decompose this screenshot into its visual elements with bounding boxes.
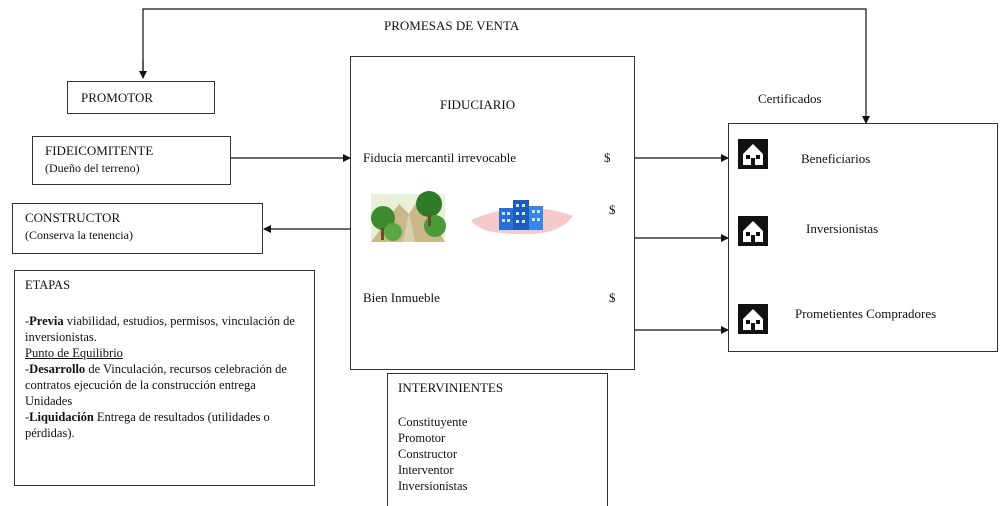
previa-bold: Previa: [29, 314, 64, 328]
desarrollo-bold: Desarrollo: [29, 362, 86, 376]
constructor-title: CONSTRUCTOR: [25, 210, 121, 225]
fiducia-label: Fiducia mercantil irrevocable: [363, 150, 517, 165]
dollar-1: $: [604, 150, 611, 165]
etapa-previa: -Previa viabilidad, estudios, permisos, …: [25, 314, 295, 344]
promotor-box: PROMOTOR: [67, 81, 215, 114]
interviniente-item: Constituyente: [398, 415, 468, 429]
fiduciario-title: FIDUCIARIO: [440, 97, 516, 112]
house-icon: [738, 139, 768, 169]
holder-prometientes: Prometientes Compradores: [795, 306, 937, 321]
interviniente-item: Constructor: [398, 447, 458, 461]
house-icon: [738, 304, 768, 334]
interviniente-item: Inversionistas: [398, 479, 468, 493]
bien-label: Bien Inmueble: [363, 290, 440, 305]
dollar-3: $: [609, 290, 616, 305]
fideicomitente-title: FIDEICOMITENTE: [45, 143, 154, 158]
holder-inversionistas: Inversionistas: [806, 221, 879, 236]
constructor-sub: (Conserva la tenencia): [25, 228, 133, 242]
dollar-2: $: [609, 202, 616, 217]
fideicomitente-sub: (Dueño del terreno): [45, 161, 140, 175]
desarrollo-text: de Vinculación, recursos celebración de …: [25, 362, 287, 408]
interviniente-item: Interventor: [398, 463, 454, 477]
etapas-box: ETAPAS -Previa viabilidad, estudios, per…: [14, 270, 315, 486]
previa-text: viabilidad, estudios, permisos, vinculac…: [25, 314, 295, 344]
punto-equilibrio: Punto de Equilibrio: [25, 346, 123, 360]
promesas-arrow: [142, 8, 870, 124]
interviniente-item: Promotor: [398, 431, 446, 445]
liquidacion-bold: Liquidación: [29, 410, 94, 424]
liquidacion-text: Entrega de resultados (utilidades o pérd…: [25, 410, 270, 440]
holder-beneficiarios: Beneficiarios: [801, 151, 871, 166]
intervinientes-title: INTERVINIENTES: [398, 380, 504, 395]
constructor-box: CONSTRUCTOR (Conserva la tenencia): [12, 203, 263, 254]
house-icon: [738, 216, 768, 246]
fiduciario-box: FIDUCIARIO Fiducia mercantil irrevocable…: [350, 56, 635, 370]
buildings-image: [471, 200, 573, 235]
certificados-label: Certificados: [758, 91, 822, 106]
intervinientes-box: INTERVINIENTES Constituyente Promotor Co…: [387, 373, 608, 506]
etapas-title: ETAPAS: [25, 278, 71, 292]
holders-box: Beneficiarios Inversionistas Prometiente…: [728, 123, 998, 352]
etapa-desarrollo: -Desarrollo de Vinculación, recursos cel…: [25, 362, 287, 408]
landscape-image: [371, 191, 446, 242]
fideicomitente-box: FIDEICOMITENTE (Dueño del terreno): [32, 136, 231, 185]
promotor-label: PROMOTOR: [81, 90, 154, 105]
promesas-label: PROMESAS DE VENTA: [384, 18, 520, 33]
etapa-liquidacion: -Liquidación Entrega de resultados (util…: [25, 410, 270, 440]
